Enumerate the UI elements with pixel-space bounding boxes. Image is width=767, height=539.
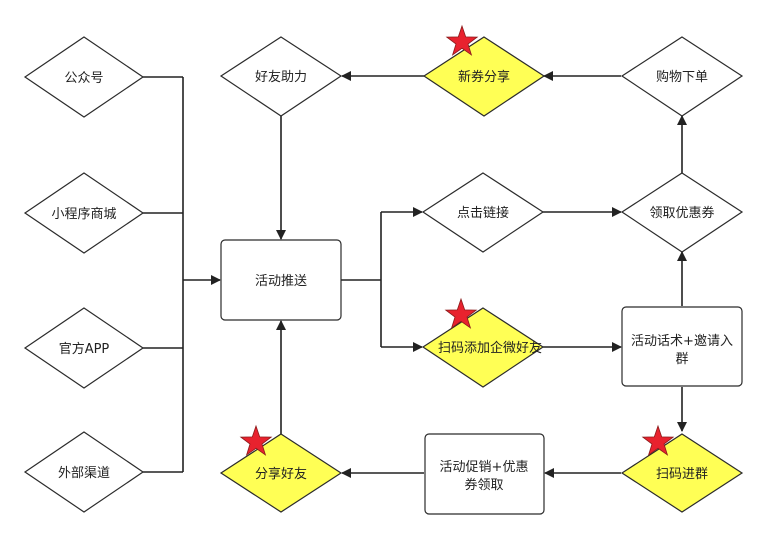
node-fenxiang-haoyou: 分享好友	[219, 433, 343, 513]
star-icon	[444, 297, 478, 329]
star-icon	[641, 424, 675, 456]
highlight-stars	[239, 24, 675, 456]
node-dianji-lianjie: 点击链接	[421, 172, 545, 253]
star-icon	[445, 24, 479, 56]
node-gongzhonghao: 公众号	[23, 36, 145, 118]
node-label-line2: 群	[675, 352, 688, 367]
node-label-line2: 券领取	[464, 477, 503, 493]
node-label: 官方APP	[59, 341, 110, 357]
node-label: 购物下单	[656, 69, 708, 85]
node-label: 扫码进群	[656, 467, 708, 482]
node-guanfang-app: 官方APP	[23, 307, 145, 389]
node-label: 新券分享	[458, 69, 510, 85]
node-xiaochengxu: 小程序商城	[23, 172, 145, 254]
node-label: 外部渠道	[58, 466, 110, 481]
node-label: 领取优惠券	[649, 205, 714, 221]
node-label: 扫码添加企微好友	[438, 340, 542, 356]
node-huodong-huashu: 活动话术+邀请入 群	[621, 306, 743, 387]
node-haoyou-zhuli: 好友助力	[219, 36, 343, 117]
node-label: 活动推送	[255, 274, 307, 289]
node-label: 点击链接	[457, 205, 509, 221]
node-waibu-qudao: 外部渠道	[23, 431, 145, 513]
edges	[143, 71, 687, 478]
node-gouwu-xiadan: 购物下单	[620, 36, 744, 117]
node-label-line1: 活动话术+邀请入	[631, 334, 733, 349]
node-label: 公众号	[64, 71, 103, 86]
node-label: 好友助力	[255, 69, 307, 85]
node-huodong-cuxiao: 活动促销+优惠 券领取	[424, 433, 545, 515]
node-huodong-tuisong: 活动推送	[220, 239, 342, 321]
node-xinquan-fenxiang: 新券分享	[422, 36, 546, 117]
node-saoma-jinqun: 扫码进群	[620, 433, 744, 513]
node-label-line1: 活动促销+优惠	[440, 460, 529, 475]
node-lingqu-youhuiquan: 领取优惠券	[620, 172, 744, 253]
node-saoma-tianjia: 扫码添加企微好友	[421, 307, 545, 388]
node-label: 小程序商城	[51, 207, 116, 222]
star-icon	[239, 424, 273, 456]
node-label: 分享好友	[255, 466, 307, 482]
